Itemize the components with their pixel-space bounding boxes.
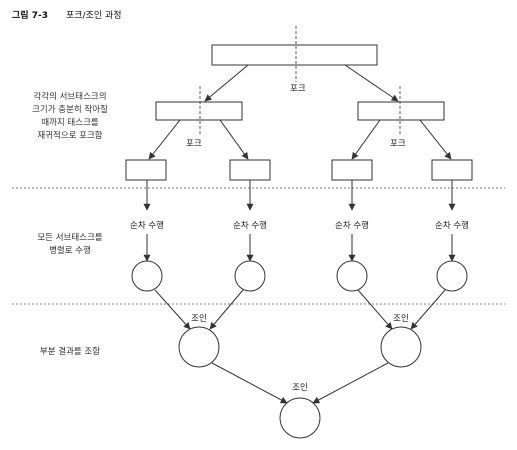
sequential-label-1: 순차 수행 [130, 220, 164, 231]
svg-text:모든 서브태스크를: 모든 서브태스크를 [37, 233, 102, 243]
figure-number: 그림 7-3 [12, 9, 48, 21]
side-note-parallel-run: 모든 서브태스크를 병렬로 수행 [37, 233, 102, 256]
arrow-c4-join-right [410, 289, 446, 330]
join-circle-final [279, 397, 321, 439]
arrow-c2-join-left [209, 289, 244, 330]
task-box-left [155, 101, 243, 121]
sequential-label-4: 순차 수행 [435, 220, 469, 231]
result-circle-1 [131, 260, 163, 292]
arrow-root-left [204, 64, 249, 102]
result-circle-2 [234, 260, 266, 292]
join-circle-left [178, 326, 220, 368]
svg-text:각각의 서브태스크의: 각각의 서브태스크의 [33, 91, 106, 102]
fork-label-top: 포크 [290, 84, 306, 94]
join-label-bottom: 조인 [292, 382, 308, 393]
svg-text:때까지 태스크를: 때까지 태스크를 [41, 117, 99, 128]
arrow-c3-join-right [357, 289, 393, 330]
arrow-left-leaf2 [219, 119, 249, 160]
svg-text:재귀적으로 포크함: 재귀적으로 포크함 [37, 130, 102, 141]
figure-caption: 포크/조인 과정 [66, 10, 122, 21]
side-note-combine: 부분 결과를 조합 [40, 346, 100, 357]
task-box-right [357, 101, 445, 121]
arrow-c1-join-left [154, 289, 191, 330]
arrow-root-right [344, 64, 399, 102]
task-box-leaf-2 [229, 159, 271, 181]
sequential-label-3: 순차 수행 [335, 220, 369, 231]
arrow-join-right-final [312, 362, 389, 404]
svg-text:크기가 충분히 작아질: 크기가 충분히 작아질 [32, 104, 108, 115]
task-box-leaf-4 [431, 159, 473, 181]
result-circle-4 [436, 260, 468, 292]
sequential-label-2: 순차 수행 [233, 220, 267, 231]
side-note-recursive-fork: 각각의 서브태스크의 크기가 충분히 작아질 때까지 태스크를 재귀적으로 포크… [32, 91, 108, 141]
svg-text:병렬로 수행: 병렬로 수행 [49, 245, 91, 256]
join-circle-right [380, 326, 422, 368]
join-label-left: 조인 [191, 313, 207, 324]
arrow-left-leaf1 [148, 119, 181, 160]
task-box-leaf-3 [331, 159, 373, 181]
task-box-root [211, 44, 378, 66]
join-label-right: 조인 [393, 313, 409, 324]
arrow-right-leaf4 [419, 119, 452, 160]
result-circle-3 [336, 260, 368, 292]
task-box-leaf-1 [125, 159, 167, 181]
arrow-join-left-final [211, 362, 288, 404]
fork-label-right: 포크 [390, 139, 406, 149]
fork-label-left: 포크 [186, 139, 202, 149]
arrow-right-leaf3 [351, 119, 381, 160]
